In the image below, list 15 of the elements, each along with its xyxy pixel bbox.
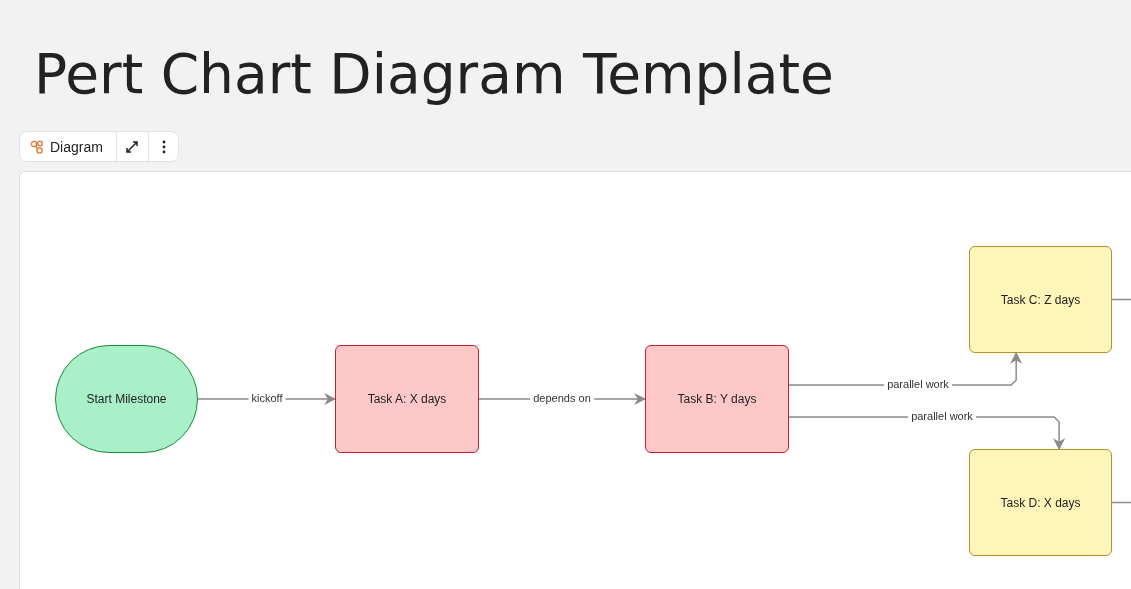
- task-box: [969, 246, 1112, 353]
- title: Pert Chart Diagram Template: [34, 42, 834, 106]
- node-label: Task D: X days: [1000, 495, 1081, 510]
- edge-label: depends on: [530, 392, 594, 404]
- node-label: Task B: Y days: [677, 392, 757, 406]
- task-box: [969, 449, 1112, 556]
- task-box: [335, 345, 479, 453]
- edge-label: parallel work: [908, 410, 976, 422]
- node-label: Start Milestone: [86, 392, 167, 406]
- edge-label: parallel work: [884, 378, 952, 390]
- edge-label: kickoff: [248, 392, 286, 404]
- node-label: Task C: Z days: [1000, 292, 1081, 307]
- task-box: [645, 345, 789, 453]
- node-label: Task A: X days: [367, 392, 447, 406]
- toolbar-label: Diagram: [50, 139, 103, 155]
